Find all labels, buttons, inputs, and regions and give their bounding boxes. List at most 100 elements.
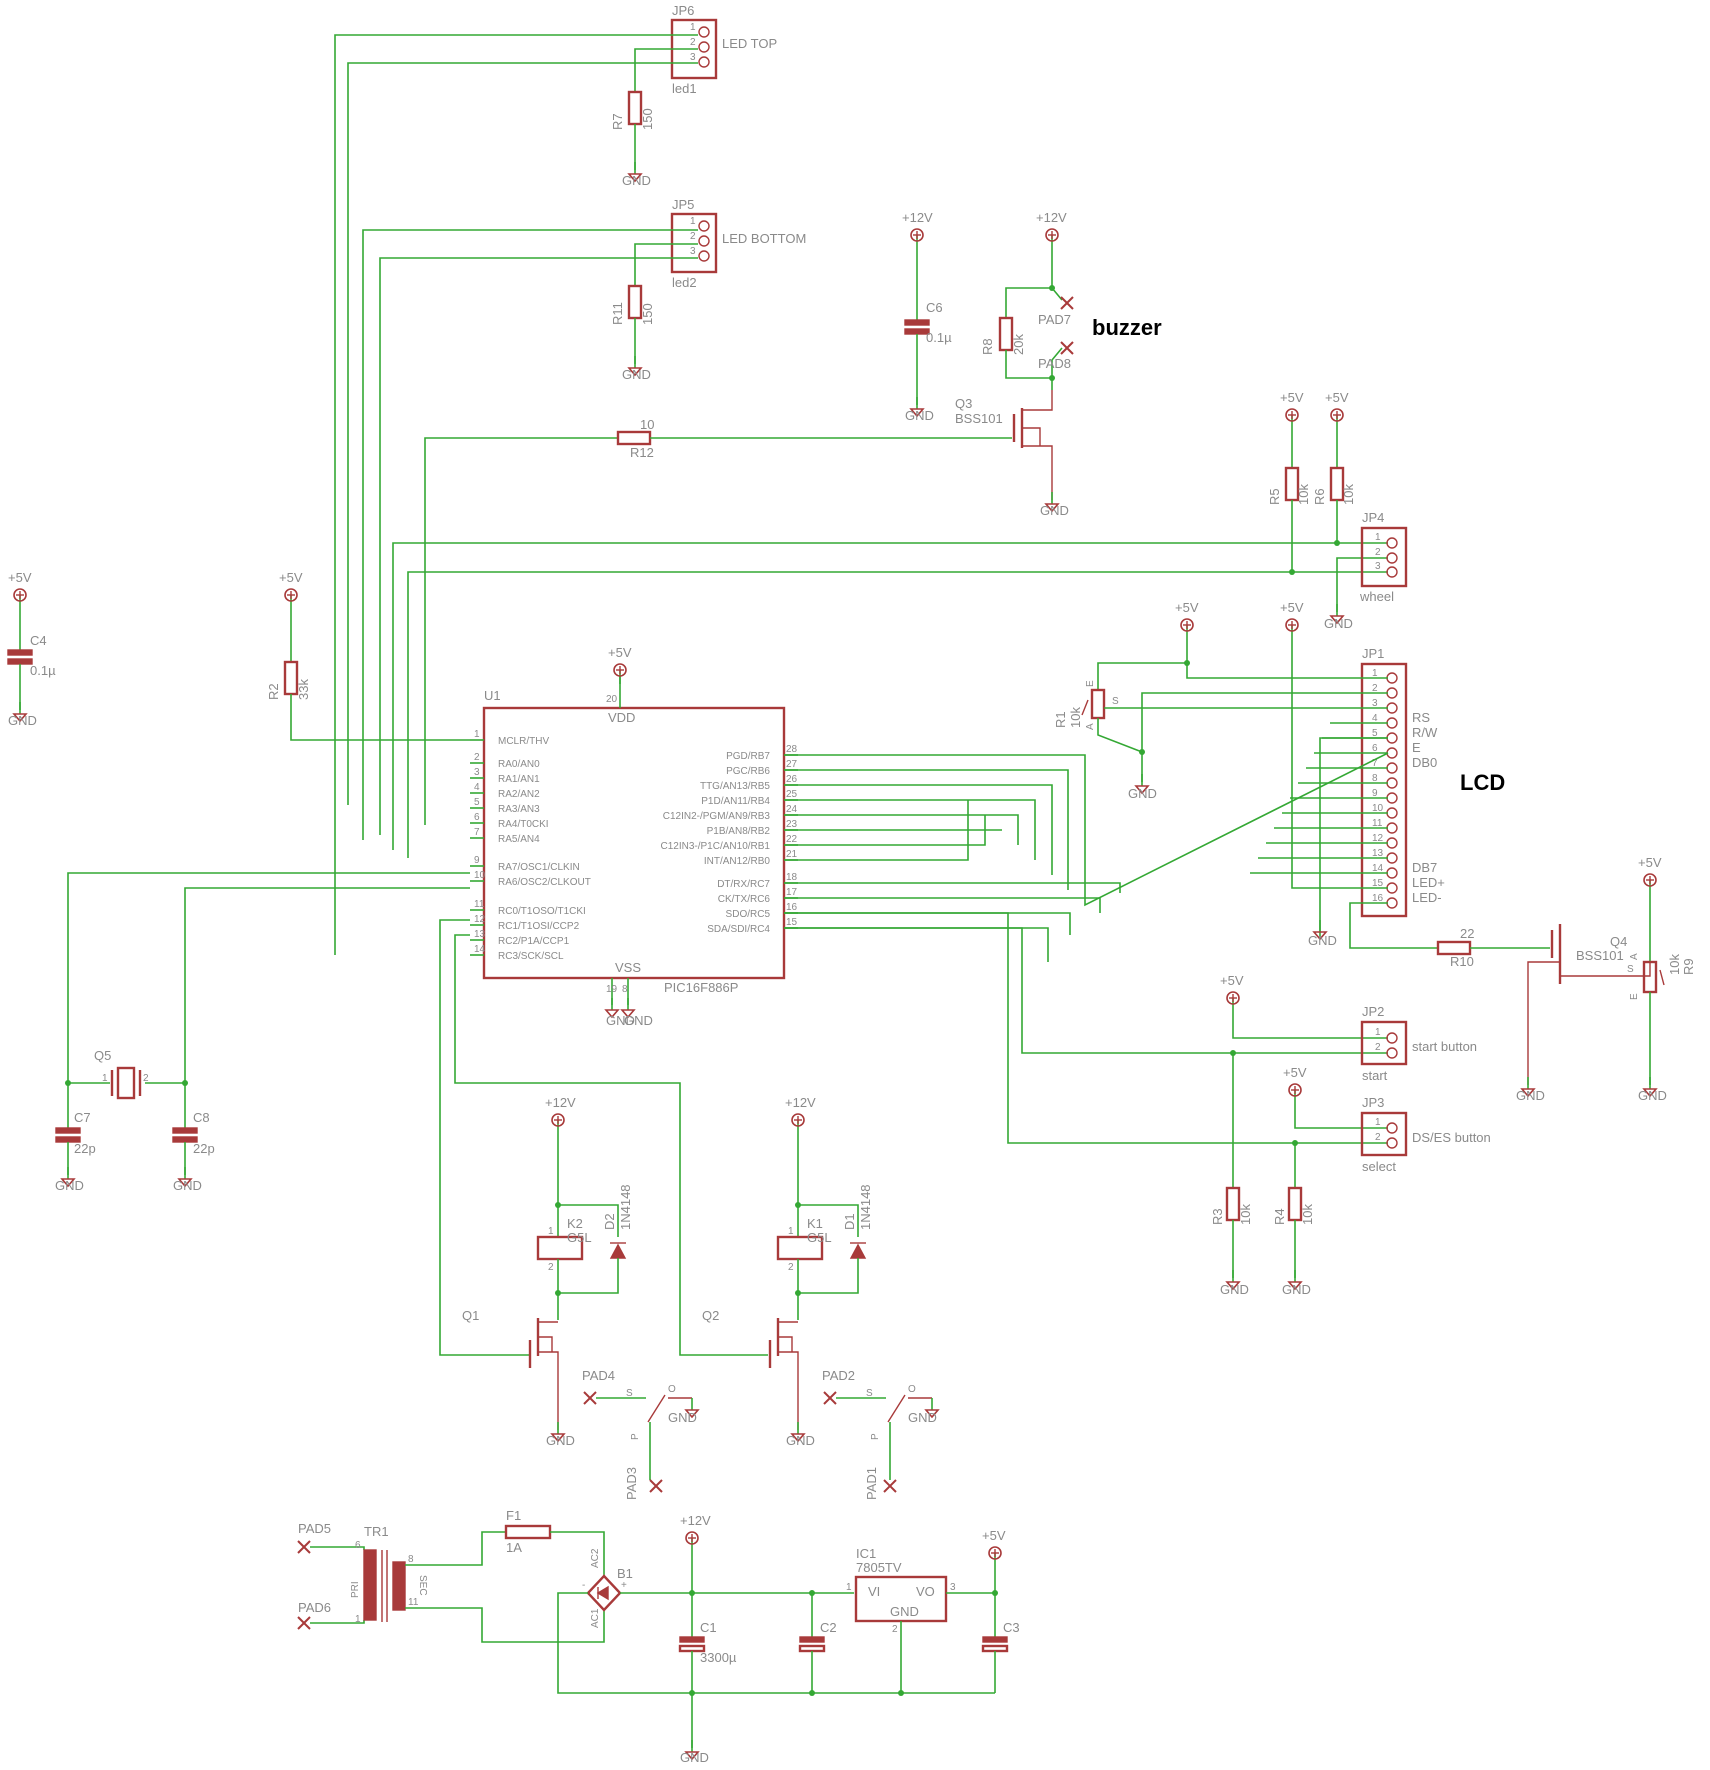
svg-text:P: P	[870, 1433, 881, 1440]
u1-pin-num: 24	[786, 804, 798, 815]
jp1-db0: DB0	[1412, 755, 1437, 770]
u1-pin-num: 28	[786, 744, 798, 755]
ic1-value: 7805TV	[856, 1560, 902, 1575]
jp2-desc: start button	[1412, 1039, 1477, 1054]
svg-text:GND: GND	[1220, 1282, 1249, 1297]
jp5-name: JP5	[672, 197, 694, 212]
u1-vss-pin2: 8	[622, 984, 628, 995]
svg-text:P: P	[630, 1433, 641, 1440]
r5-value: 10k	[1296, 484, 1311, 505]
u1-pin-label: RA2/AN2	[498, 789, 540, 800]
u1-pin-num: 5	[474, 797, 480, 808]
r3-name: R3	[1210, 1208, 1225, 1225]
u1-pin-num: 7	[474, 827, 480, 838]
svg-text:3: 3	[690, 246, 696, 257]
u1-pin-label: RA4/T0CKI	[498, 819, 549, 830]
u1-gnd-2: GND	[624, 1013, 653, 1028]
svg-text:GND: GND	[680, 1750, 709, 1765]
r1-value: 10k	[1068, 707, 1083, 728]
svg-text:+5V: +5V	[982, 1528, 1006, 1543]
jp1-led-minus: LED-	[1412, 890, 1442, 905]
u1-pin-label: C12IN3-/P1C/AN10/RB1	[661, 841, 771, 852]
r4-name: R4	[1272, 1208, 1287, 1225]
jp5-desc: LED BOTTOM	[722, 231, 806, 246]
c7-value: 22p	[74, 1141, 96, 1156]
svg-text:1: 1	[1375, 532, 1381, 543]
u1-pin-label: RA7/OSC1/CLKIN	[498, 862, 580, 873]
jp1-pin	[1386, 717, 1398, 729]
jp1-pin-num: 16	[1372, 893, 1384, 904]
svg-text:6: 6	[355, 1540, 361, 1551]
f1-fuse	[504, 1524, 552, 1540]
svg-text:A: A	[1085, 723, 1096, 730]
u1-name: U1	[484, 688, 501, 703]
svg-text:GND: GND	[786, 1433, 815, 1448]
c6-name: C6	[926, 300, 943, 315]
svg-text:+5V: +5V	[279, 570, 303, 585]
d1-name: D1	[842, 1213, 857, 1230]
svg-text:GND: GND	[908, 1410, 937, 1425]
r3-value: 10k	[1238, 1204, 1253, 1225]
q5-name: Q5	[94, 1048, 111, 1063]
svg-text:1: 1	[846, 1582, 852, 1593]
svg-text:AC1: AC1	[590, 1608, 601, 1628]
q2-mosfet	[768, 1318, 799, 1430]
r10-name: R10	[1450, 954, 1474, 969]
jp1-e: E	[1412, 740, 1421, 755]
r12-name: R12	[630, 445, 654, 460]
c4-value: 0.1µ	[30, 663, 56, 678]
svg-text:+5V: +5V	[1220, 973, 1244, 988]
svg-text:S: S	[1112, 696, 1119, 707]
u1-pin-label: RA1/AN1	[498, 774, 540, 785]
u1-vdd: VDD	[608, 710, 635, 725]
jp1-pin-num: 10	[1372, 803, 1384, 814]
svg-text:2: 2	[1375, 1132, 1381, 1143]
jp4-value: wheel	[1359, 589, 1394, 604]
u1-pin-num: 23	[786, 819, 798, 830]
svg-text:GND: GND	[668, 1410, 697, 1425]
u1-pin-num: 21	[786, 849, 798, 860]
svg-text:1: 1	[102, 1073, 108, 1084]
u1-pin-num: 6	[474, 812, 480, 823]
u1-vdd-supply: +5V	[608, 645, 632, 660]
u1-pin-label: SDO/RC5	[726, 909, 771, 920]
tr1-sec: SEC	[417, 1575, 428, 1596]
jp1-pin-num: 14	[1372, 863, 1384, 874]
c3-capacitor	[981, 1636, 1009, 1653]
switch-1	[647, 1394, 692, 1423]
svg-text:+12V: +12V	[785, 1095, 816, 1110]
jp1-pin-num: 7	[1372, 758, 1378, 769]
jp4-connector: 123 JP4 wheel	[1359, 510, 1408, 604]
svg-text:3: 3	[690, 52, 696, 63]
r9-potentiometer	[1642, 960, 1665, 994]
u1-pin-num: 2	[474, 752, 480, 763]
u1-pin-label: DT/RX/RC7	[717, 879, 770, 890]
svg-text:+5V: +5V	[1638, 855, 1662, 870]
svg-text:+12V: +12V	[902, 210, 933, 225]
q5-crystal	[110, 1066, 142, 1100]
k2-relay	[536, 1235, 584, 1261]
svg-text:O: O	[908, 1384, 916, 1395]
r6-value: 10k	[1341, 484, 1356, 505]
u1-pin-num: 18	[786, 872, 798, 883]
u1-pin-label: RC0/T1OSO/T1CKI	[498, 906, 586, 917]
jp1-pin	[1386, 732, 1398, 744]
svg-text:+: +	[621, 1580, 627, 1591]
d1-value: 1N4148	[858, 1184, 873, 1230]
r12-value: 10	[640, 417, 654, 432]
svg-text:GND: GND	[173, 1178, 202, 1193]
r1-name: R1	[1053, 711, 1068, 728]
u1-pin-num: 16	[786, 902, 798, 913]
u1-pin-num: 25	[786, 789, 798, 800]
svg-text:11: 11	[408, 1597, 419, 1608]
r2-name: R2	[266, 683, 281, 700]
jp4-name: JP4	[1362, 510, 1384, 525]
jp3-desc: DS/ES button	[1412, 1130, 1491, 1145]
q4-mosfet	[1527, 924, 1651, 1085]
c4-name: C4	[30, 633, 47, 648]
svg-text:GND: GND	[622, 173, 651, 188]
q4-value: BSS101	[1576, 948, 1624, 963]
u1-pin-label: TTG/AN13/RB5	[700, 781, 770, 792]
d2-name: D2	[602, 1213, 617, 1230]
svg-text:+5V: +5V	[1280, 600, 1304, 615]
